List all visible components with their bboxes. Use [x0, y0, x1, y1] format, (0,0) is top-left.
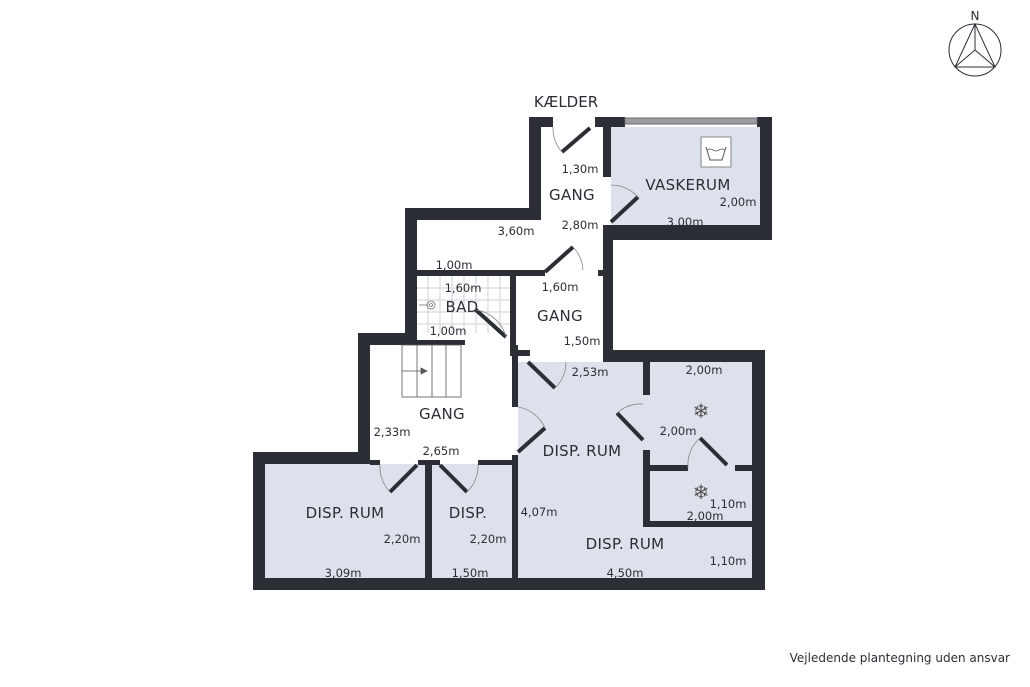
dim-label: 3,09m — [324, 566, 362, 580]
dim-label: 3,60m — [497, 224, 535, 238]
snowflake-icon: ❄ — [692, 399, 710, 423]
room-label-gang-middle: GANG — [537, 307, 583, 325]
room-label-gang-lower: GANG — [419, 405, 465, 423]
dim-label: 4,50m — [606, 566, 644, 580]
dim-label: 1,60m — [444, 281, 482, 295]
walls — [253, 117, 772, 590]
room-label-disp-rum-center: DISP. RUM — [542, 442, 622, 460]
room-label-disp-rum-bottom: DISP. RUM — [585, 535, 665, 553]
door-disp-center — [526, 360, 557, 390]
disp-rum-center-fill — [518, 362, 752, 578]
disclaimer-text: Vejledende plantegning uden ansvar — [789, 651, 1010, 665]
dim-label: 1,00m — [435, 258, 473, 272]
door-disp-left — [388, 463, 419, 494]
dim-label: 2,80m — [561, 218, 599, 232]
dim-label: 2,53m — [571, 365, 609, 379]
dim-label: 2,00m — [686, 509, 724, 523]
dim-label: 4,07m — [520, 505, 558, 519]
dim-label: 2,00m — [719, 195, 757, 209]
room-label-disp: DISP. — [448, 504, 488, 522]
floor-title: KÆLDER — [533, 93, 599, 111]
doors — [388, 126, 729, 494]
door-freezer2 — [698, 436, 729, 467]
door-vaskerum — [609, 195, 640, 224]
room-label-gang-upper: GANG — [549, 186, 595, 204]
vaskerum-fill — [611, 127, 760, 228]
door-disp — [438, 463, 469, 494]
compass-north-label: N — [970, 9, 980, 23]
shower-icon — [419, 300, 436, 310]
door-entrance — [560, 126, 592, 154]
dim-label: 2,33m — [373, 425, 411, 439]
disp-fill — [432, 464, 512, 578]
room-label-vaskerum: VASKERUM — [645, 176, 731, 194]
dim-label: 2,00m — [659, 424, 697, 438]
washing-icon — [700, 136, 732, 168]
compass-icon — [948, 22, 1002, 77]
door-freezer1 — [615, 411, 645, 442]
door-gang-to-disp — [516, 426, 547, 454]
room-label-bad: BAD — [445, 298, 479, 316]
door-swings — [379, 126, 701, 493]
dim-label: 1,10m — [709, 554, 747, 568]
room-fills — [265, 127, 760, 578]
dim-label: 1,00m — [429, 324, 467, 338]
dim-label: 2,20m — [469, 532, 507, 546]
dim-label: 1,50m — [451, 566, 489, 580]
dim-label: 1,50m — [563, 334, 601, 348]
window — [624, 117, 758, 125]
dim-label: 2,00m — [685, 363, 723, 377]
dim-label: 2,20m — [383, 532, 421, 546]
dim-label: 3,00m — [666, 215, 704, 229]
dim-label: 1,30m — [561, 162, 599, 176]
dim-label: 2,65m — [422, 444, 460, 458]
dim-label: 1,10m — [709, 497, 747, 511]
snowflake-icon: ❄ — [692, 480, 710, 504]
door-gang-middle — [543, 245, 575, 274]
room-label-disp-rum-left: DISP. RUM — [305, 504, 385, 522]
door-bad — [474, 308, 508, 339]
dim-label: 1,60m — [541, 280, 579, 294]
stairs-icon — [401, 344, 462, 398]
